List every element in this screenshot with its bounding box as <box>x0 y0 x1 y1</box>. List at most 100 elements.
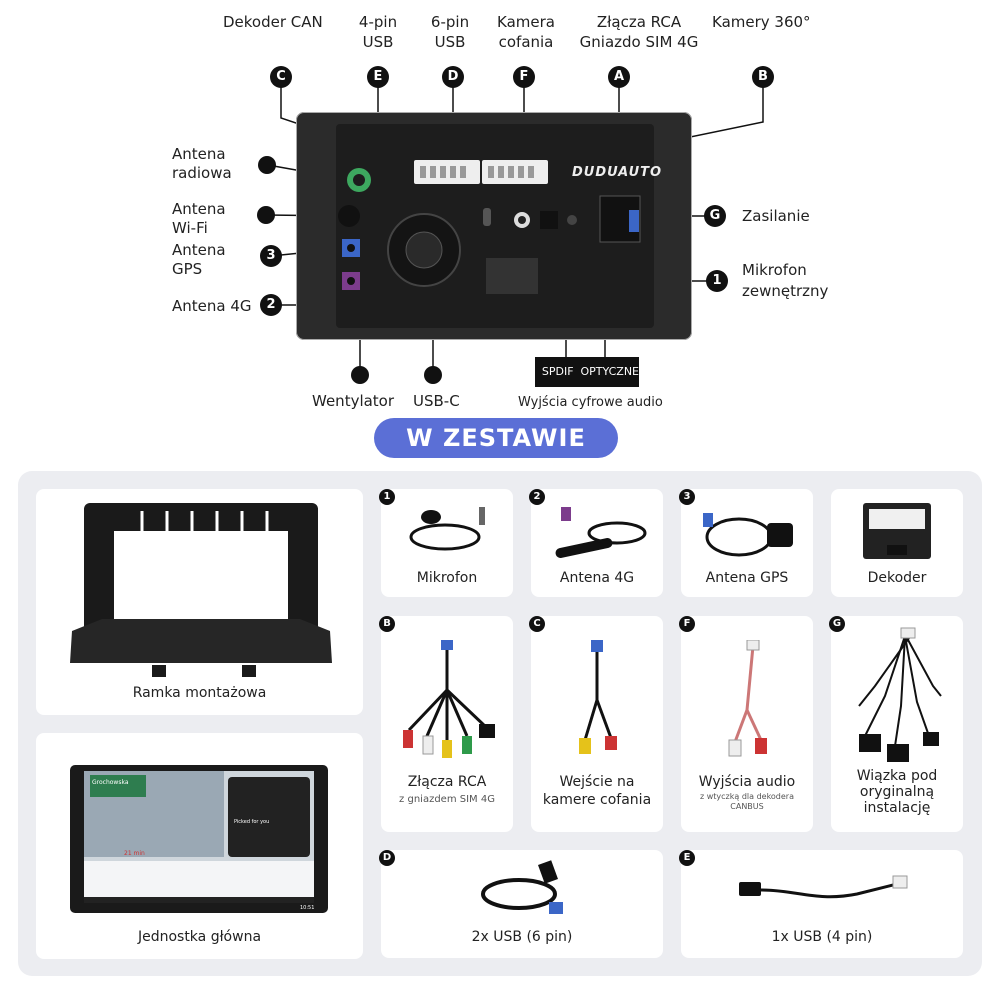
badge-2: 2 <box>260 294 282 316</box>
label-usbc: USB-C <box>413 392 460 410</box>
card-mic-badge: 1 <box>379 489 395 505</box>
decoder-name: Dekoder <box>867 570 927 586</box>
label-gps-line1: Antena <box>172 241 226 259</box>
card-decoder: Dekoder <box>831 489 963 597</box>
badge-g: G <box>704 205 726 227</box>
label-wentylator: Wentylator <box>312 392 395 410</box>
badge-e: E <box>367 66 389 88</box>
card-usb4: E 1x USB (4 pin) <box>679 850 963 958</box>
label-dekoder-can: Dekoder CAN <box>223 13 323 31</box>
gps-name: Antena GPS <box>705 570 789 586</box>
screen-picked: Picked for you <box>234 819 270 825</box>
badge-c: C <box>270 66 292 88</box>
usb4-illustration <box>739 875 908 899</box>
harness-illustration <box>858 627 942 762</box>
head-unit-back-panel: DUDUAUTO <box>296 112 692 340</box>
mic-illustration <box>409 507 485 551</box>
audio-harness-illustration <box>728 640 767 757</box>
dot-usbc <box>424 366 442 384</box>
label-rca-line2: Gniazdo SIM 4G <box>579 33 699 51</box>
kit-panel: Ramka montażowa Grochowska 21 min Picked… <box>18 471 982 976</box>
dot-radio <box>258 156 276 174</box>
camera-name-line1: Wejście na <box>559 774 635 790</box>
camera-name-line2: kamere cofania <box>542 792 652 808</box>
harness-name-line1: Wiązka pod <box>856 768 938 784</box>
card-usb4-badge: E <box>679 850 695 866</box>
label-digital-out: Wyjścia cyfrowe audio <box>518 395 663 410</box>
usb6-name: 2x USB (6 pin) <box>471 929 573 945</box>
audio-name: Wyjścia audio <box>698 774 796 790</box>
camera-harness-illustration <box>579 640 617 754</box>
badge-f: F <box>513 66 535 88</box>
label-usb6-line1: 6-pin <box>430 13 470 31</box>
card-camera: C Wejście na kamere cofania <box>529 616 663 832</box>
label-kamera-line2: cofania <box>498 33 554 51</box>
card-rca: B Złącza RCA z gniazdem SIM 4G <box>379 616 513 832</box>
label-usb4-line1: 4-pin <box>358 13 398 31</box>
frame-name: Ramka montażowa <box>132 685 267 701</box>
decoder-illustration <box>863 503 931 559</box>
screen-clock: 10:51 <box>300 905 315 911</box>
spdif-optical-box: SPDIF OPTYCZNE <box>535 357 639 387</box>
label-wifi-line2: Wi-Fi <box>172 219 208 237</box>
badge-3: 3 <box>260 245 282 267</box>
rca-harness-illustration <box>403 640 495 758</box>
badge-a: A <box>608 66 630 88</box>
card-gps-badge: 3 <box>679 489 695 505</box>
card-usb6-badge: D <box>379 850 395 866</box>
label-optyczne: OPTYCZNE <box>580 365 639 378</box>
label-radio-line2: radiowa <box>172 164 232 182</box>
frame-illustration <box>70 503 332 677</box>
label-usb4-line2: USB <box>362 33 394 51</box>
usb4-name: 1x USB (4 pin) <box>771 929 873 945</box>
card-usb6: D 2x USB (6 pin) <box>379 850 663 958</box>
badge-d: D <box>442 66 464 88</box>
mic-name: Mikrofon <box>416 570 478 586</box>
section-title: W ZESTAWIE <box>374 418 618 458</box>
dot-wentylator <box>351 366 369 384</box>
screen-street: Grochowska <box>92 779 129 786</box>
lte-name: Antena 4G <box>559 570 635 586</box>
label-spdif: SPDIF <box>541 365 574 378</box>
card-lte-badge: 2 <box>529 489 545 505</box>
label-usb6-line2: USB <box>434 33 466 51</box>
badge-b: B <box>752 66 774 88</box>
card-harness: G Wiązka pod oryginalną instalację <box>829 616 963 832</box>
rca-sub: z gniazdem SIM 4G <box>399 794 495 805</box>
label-mic-line1: Mikrofon <box>742 261 807 279</box>
back-panel-details <box>338 160 641 294</box>
label-kamera-line1: Kamera <box>497 13 555 31</box>
card-mic: 1 Mikrofon <box>379 489 513 597</box>
brand-logo: DUDUAUTO <box>572 165 663 180</box>
card-harness-badge: G <box>829 616 845 632</box>
label-wifi-line1: Antena <box>172 200 226 218</box>
audio-sub-line1: z wtyczką dla dekodera <box>699 792 794 801</box>
card-audio-badge: F <box>679 616 695 632</box>
label-zasilanie: Zasilanie <box>742 207 810 225</box>
screen-eta: 21 min <box>124 850 145 857</box>
card-head-unit: Grochowska 21 min Picked for you 10:51 J… <box>36 733 363 959</box>
label-kamery-360: Kamery 360° <box>712 13 811 31</box>
audio-sub-line2: CANBUS <box>730 802 764 811</box>
label-mic-line2: zewnętrzny <box>742 282 829 300</box>
card-rca-badge: B <box>379 616 395 632</box>
gps-antenna-illustration <box>703 513 793 557</box>
card-lte-antenna: 2 Antena 4G <box>529 489 663 597</box>
label-rca-line1: Złącza RCA <box>596 13 682 31</box>
card-frame: Ramka montażowa <box>36 489 363 715</box>
head-unit-name: Jednostka główna <box>137 929 262 945</box>
head-unit-illustration <box>70 765 328 913</box>
card-camera-badge: C <box>529 616 545 632</box>
label-gps-line2: GPS <box>172 260 203 278</box>
usb6-illustration <box>481 860 563 914</box>
label-radio-line1: Antena <box>172 145 226 163</box>
card-gps-antenna: 3 Antena GPS <box>679 489 813 597</box>
label-lte: Antena 4G <box>172 297 252 315</box>
lte-antenna-illustration <box>555 507 647 558</box>
card-audio-out: F Wyjścia audio z wtyczką dla dekodera C… <box>679 616 813 832</box>
badge-1: 1 <box>706 270 728 292</box>
dot-wifi <box>257 206 275 224</box>
harness-name-line3: instalację <box>863 800 931 816</box>
rca-name: Złącza RCA <box>407 774 487 790</box>
harness-name-line2: oryginalną <box>859 784 935 800</box>
